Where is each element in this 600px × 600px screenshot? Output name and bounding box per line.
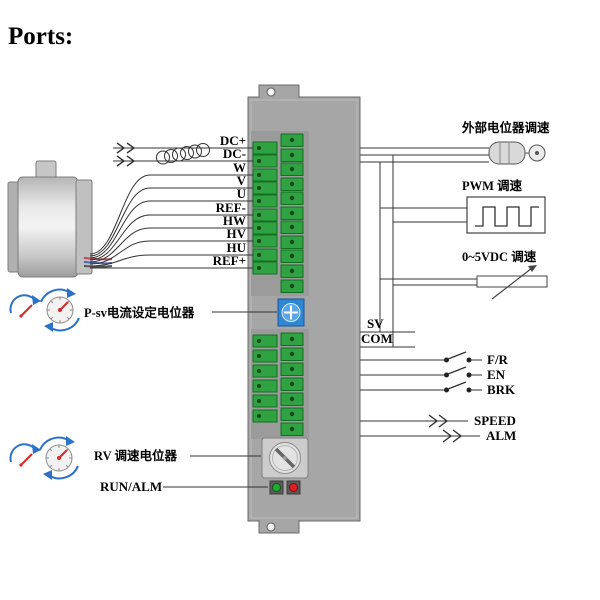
- output-label-speed: SPEED: [474, 413, 516, 428]
- terminal-label-hv: HV: [227, 226, 247, 241]
- lower-terminal-block-left: [252, 334, 278, 423]
- rv-speed-potentiometer: [261, 437, 309, 479]
- bottom-mounting-hole: [266, 522, 276, 532]
- speed-control-wiring: [360, 147, 489, 348]
- upper-terminal-block-left: [252, 141, 278, 275]
- vdc-rheostat-icon: [476, 265, 548, 300]
- speed-arc-icon: [9, 294, 42, 319]
- terminal-label-hw: HW: [223, 213, 246, 228]
- terminal-label-v: V: [237, 173, 247, 188]
- motor: [7, 160, 93, 278]
- rv-pot-label: RV 调速电位器: [94, 448, 178, 463]
- vdc-label: 0~5VDC 调速: [462, 249, 537, 264]
- sv-label: SV: [367, 316, 384, 331]
- pwm-label: PWM 调速: [462, 178, 523, 193]
- terminal-label-u: U: [237, 186, 247, 201]
- top-mounting-hole: [266, 87, 276, 97]
- page-title: Ports:: [8, 23, 73, 50]
- output-label-alm: ALM: [486, 428, 516, 443]
- run-led: [272, 483, 281, 492]
- terminal-label-ref-plus: REF+: [213, 253, 246, 268]
- run-alm-indicators: [269, 480, 301, 495]
- external-potentiometer-icon: [488, 141, 546, 165]
- control-switches: [360, 351, 482, 393]
- pwm-signal-icon: [466, 196, 546, 234]
- speed-dial-icon: [40, 287, 80, 333]
- switch-label-en: EN: [487, 367, 506, 382]
- terminal-label-w: W: [233, 160, 246, 175]
- terminal-label-dc-minus: DC-: [223, 146, 246, 161]
- com-label: COM: [361, 331, 393, 346]
- terminal-label-ref-minus: REF-: [216, 200, 246, 215]
- choke-coil-icon: [156, 143, 210, 165]
- speed-dial-icon: [39, 435, 79, 481]
- run-alm-label: RUN/ALM: [100, 479, 162, 494]
- external-pot-label: 外部电位器调速: [461, 120, 550, 135]
- switch-label-fr: F/R: [487, 352, 509, 367]
- current-pot-label: P-sv电流设定电位器: [84, 305, 195, 320]
- alarm-led: [289, 483, 298, 492]
- upper-terminal-block-right: [280, 133, 304, 293]
- speed-arc-icon: [9, 443, 42, 468]
- lower-terminal-block-right: [280, 332, 304, 436]
- dc-power-wires: [113, 142, 253, 167]
- terminal-label-hu: HU: [227, 240, 247, 255]
- pointer-lines: [163, 311, 277, 488]
- left-terminal-labels: DC+ DC- W V U REF- HW HV HU REF+: [213, 133, 247, 268]
- switch-label-brk: BRK: [487, 382, 516, 397]
- current-setting-potentiometer: [277, 298, 305, 327]
- output-signal-lines: [360, 414, 480, 443]
- motor-wires: [89, 174, 253, 269]
- terminal-label-dc-plus: DC+: [220, 133, 246, 148]
